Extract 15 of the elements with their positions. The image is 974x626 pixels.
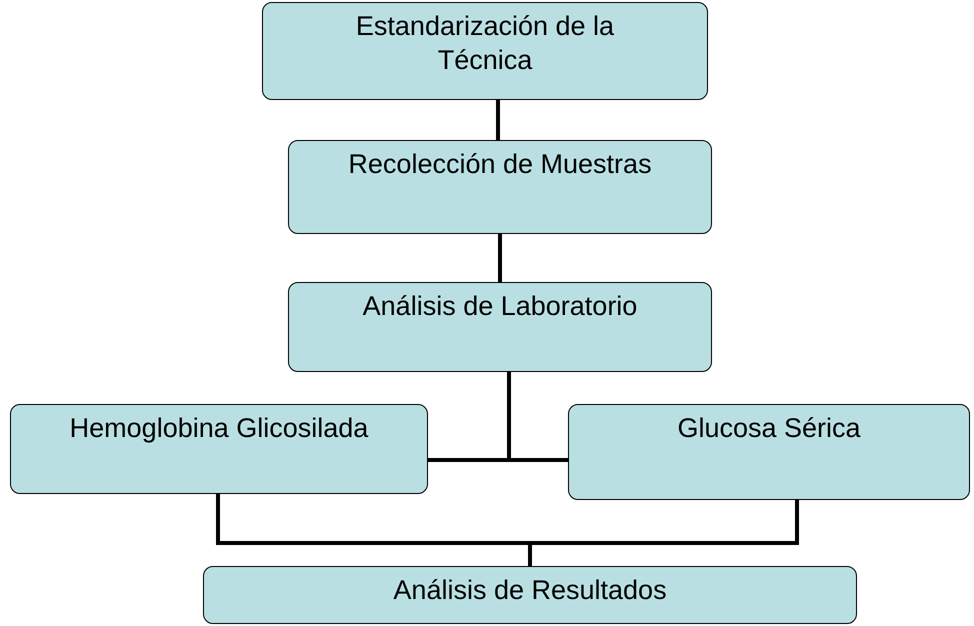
process-box xyxy=(10,404,428,494)
box-label: Glucosa Sérica xyxy=(677,412,861,445)
box-label: Hemoglobina Glicosilada xyxy=(70,412,368,445)
process-box xyxy=(262,2,708,100)
box-label: Análisis de Laboratorio xyxy=(362,290,638,323)
process-box xyxy=(203,566,857,624)
process-box xyxy=(288,282,712,372)
connector-line xyxy=(498,234,502,282)
box-label: Análisis de Resultados xyxy=(393,574,667,607)
process-box xyxy=(288,140,712,234)
box-label: Estandarización de la Técnica xyxy=(354,10,616,77)
process-box xyxy=(568,404,970,500)
connector-line xyxy=(528,500,799,566)
connector-line xyxy=(496,100,500,140)
box-label: Recolección de Muestras xyxy=(348,148,652,181)
